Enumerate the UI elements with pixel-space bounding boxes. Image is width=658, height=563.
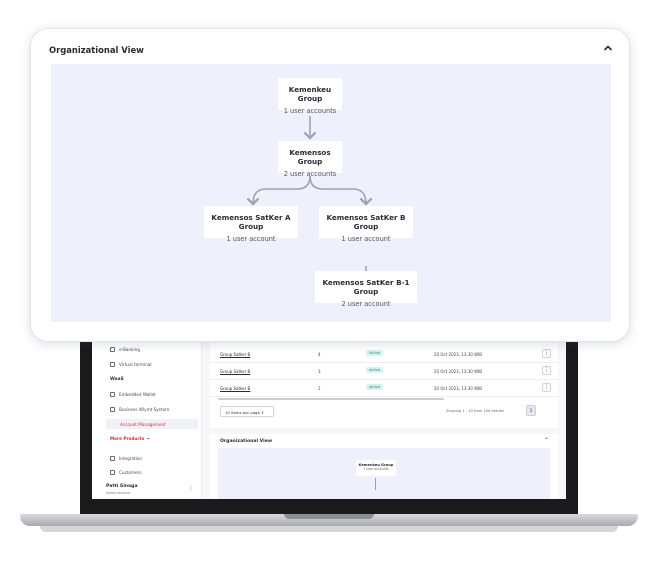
- org-node-satker-a[interactable]: Kemensos SatKer A Group 1 user account: [204, 206, 298, 243]
- org-node-count: 1 user account: [226, 235, 276, 243]
- sidebar-item-integration[interactable]: Integration: [110, 456, 142, 461]
- sidebar-item-customers[interactable]: Customers: [110, 470, 142, 475]
- created-date: 20 Oct 2023, 13:30 WIB: [434, 352, 482, 357]
- org-node-satker-b1[interactable]: Kemensos SatKer B-1 Group 2 user account: [315, 271, 417, 308]
- sidebar-item-label: Business Wlymt System: [119, 407, 170, 412]
- org-node-count: 1 user account: [341, 235, 391, 243]
- chevron-up-icon[interactable]: [603, 43, 613, 53]
- created-date: 20 Oct 2023, 13:30 WIB: [434, 369, 482, 374]
- sidebar: e-Banking Virtual terminal WaaS Embedded…: [92, 318, 202, 499]
- wallet-icon: [110, 392, 115, 397]
- mini-node-count: 1 user accounts: [363, 467, 389, 471]
- org-node-name: Kemensos SatKer B Group: [326, 213, 406, 231]
- bank-icon: [110, 347, 115, 352]
- laptop-shadow: [40, 526, 618, 532]
- org-node-kemensos[interactable]: Kemensos Group 2 user accounts: [278, 141, 342, 178]
- org-node-count: 1 user accounts: [283, 107, 337, 115]
- status-badge: Active: [366, 384, 384, 390]
- integration-icon: [110, 456, 115, 461]
- pagination-info: Showing 1 - 10 from 100 entries: [446, 409, 504, 413]
- mini-connector: [375, 478, 376, 490]
- org-node-count: 2 user account: [341, 300, 391, 308]
- sidebar-item-embedded-wallet[interactable]: Embedded Wallet: [110, 392, 156, 397]
- status-badge: Active: [366, 367, 384, 373]
- more-products-link[interactable]: More Products →: [110, 436, 150, 441]
- org-node-satker-b[interactable]: Kemensos SatKer B Group 1 user account: [319, 206, 413, 243]
- chevron-up-icon[interactable]: ⌃: [544, 437, 550, 444]
- mini-node-root[interactable]: Kemenkeu Group 1 user accounts: [356, 460, 396, 476]
- user-role: Administrator: [106, 491, 131, 495]
- mini-org-canvas: Kemenkeu Group 1 user accounts: [218, 448, 550, 499]
- laptop-base: [20, 514, 638, 526]
- business-icon: [110, 407, 115, 412]
- group-name-link[interactable]: Group Satker B: [220, 386, 251, 391]
- org-node-count: 2 user accounts: [283, 170, 337, 178]
- row-action-button[interactable]: ⋮: [542, 383, 551, 392]
- org-node-kemenkeu[interactable]: Kemenkeu Group 1 user accounts: [278, 78, 342, 115]
- group-name-link[interactable]: Group Satker B: [220, 369, 251, 374]
- org-view-card: Organizational View Kemenkeu Group 1 use…: [30, 28, 630, 342]
- terminal-icon: [110, 362, 115, 367]
- user-count: 2: [318, 386, 321, 391]
- horizontal-scrollbar[interactable]: [218, 398, 444, 400]
- sidebar-item-label: Customers: [119, 470, 142, 475]
- created-date: 20 Oct 2023, 13:30 WIB: [434, 386, 482, 391]
- page-number-button[interactable]: 1: [526, 405, 536, 416]
- sidebar-item-label: Embedded Wallet: [119, 392, 156, 397]
- connector-level2-to-sat-b: [309, 175, 373, 206]
- status-badge: Active: [366, 350, 384, 356]
- sidebar-item-business-system[interactable]: Business Wlymt System: [110, 407, 169, 412]
- sidebar-item-virtual-terminal[interactable]: Virtual terminal: [110, 362, 152, 367]
- sidebar-item-label: e-Banking: [119, 347, 140, 352]
- laptop-screen: e-Banking Virtual terminal WaaS Embedded…: [92, 318, 566, 499]
- org-chart-canvas: Kemenkeu Group 1 user accounts Kemensos …: [51, 64, 611, 322]
- connector-level2-to-sat-a: [246, 175, 311, 206]
- table-row: Group Satker B 2 Active 20 Oct 2023, 13:…: [210, 380, 558, 397]
- user-count: 4: [318, 352, 321, 357]
- user-menu-icon[interactable]: ⋮: [188, 485, 194, 492]
- table-row: Group Satker B 4 Active 20 Oct 2023, 13:…: [210, 346, 558, 363]
- user-name: Patti Sinaga: [106, 484, 138, 489]
- sidebar-item-label: Integration: [119, 456, 143, 461]
- sidebar-item-e-banking[interactable]: e-Banking: [110, 347, 140, 352]
- sidebar-active-highlight: [106, 419, 198, 429]
- sidebar-section-waas: WaaS: [110, 377, 124, 382]
- org-view-title: Organizational View: [49, 45, 144, 55]
- customers-icon: [110, 470, 115, 475]
- org-node-name: Kemenkeu Group: [288, 85, 332, 103]
- laptop-notch: [284, 514, 374, 519]
- main-content: Group Satker B 4 Active 20 Oct 2023, 13:…: [202, 318, 566, 499]
- mini-node-name: Kemenkeu Group: [358, 463, 394, 467]
- group-name-link[interactable]: Group Satker B: [220, 352, 251, 357]
- org-node-name: Kemensos SatKer B-1 Group: [322, 278, 410, 296]
- user-count: 3: [318, 369, 321, 374]
- page-size-select[interactable]: 10 items per page ⇕: [220, 406, 274, 417]
- mini-org-view-panel: Organizational View ⌃ Kemenkeu Group 1 u…: [210, 434, 558, 499]
- mini-org-view-title: Organizational View: [220, 439, 273, 444]
- org-node-name: Kemensos Group: [289, 148, 331, 166]
- org-node-name: Kemensos SatKer A Group: [211, 213, 291, 231]
- row-action-button[interactable]: ⋮: [542, 366, 551, 375]
- sidebar-item-account-management[interactable]: Account Management: [120, 422, 166, 427]
- row-action-button[interactable]: ⋮: [542, 349, 551, 358]
- sidebar-item-label: Virtual terminal: [119, 362, 152, 367]
- table-row: Group Satker B 3 Active 20 Oct 2023, 13:…: [210, 363, 558, 380]
